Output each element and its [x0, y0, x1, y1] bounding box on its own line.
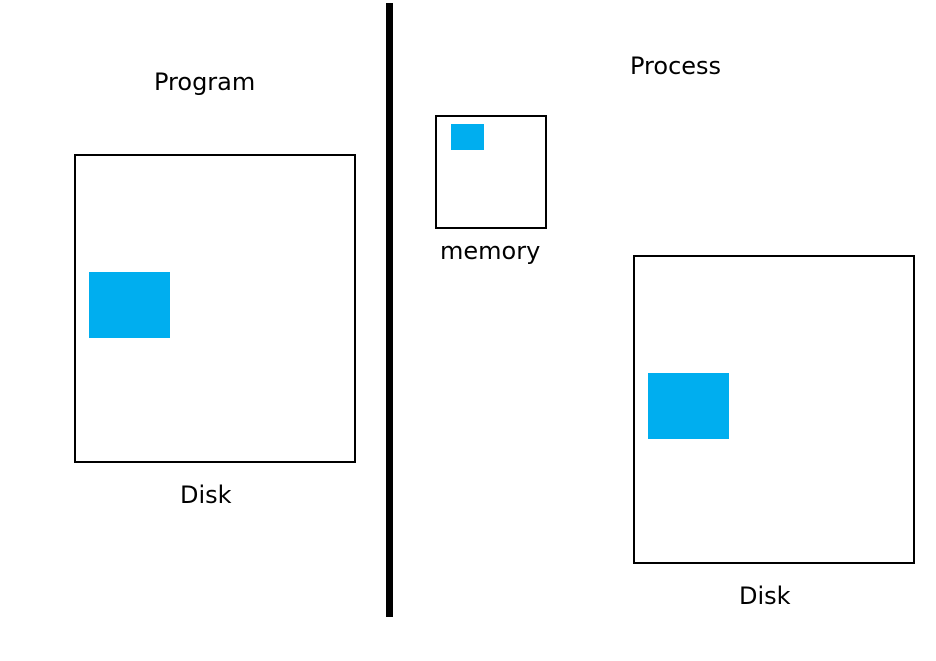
process-disk-label: Disk — [739, 582, 791, 610]
program-disk-label: Disk — [180, 481, 232, 509]
section-divider — [386, 3, 393, 617]
memory-box — [435, 115, 547, 229]
memory-data-block — [451, 124, 484, 150]
process-data-block — [648, 373, 729, 439]
program-title: Program — [154, 68, 256, 96]
memory-label: memory — [440, 237, 541, 265]
process-title: Process — [630, 52, 722, 80]
program-data-block — [89, 272, 170, 338]
program-disk-box — [74, 154, 356, 463]
process-disk-box — [633, 255, 915, 564]
